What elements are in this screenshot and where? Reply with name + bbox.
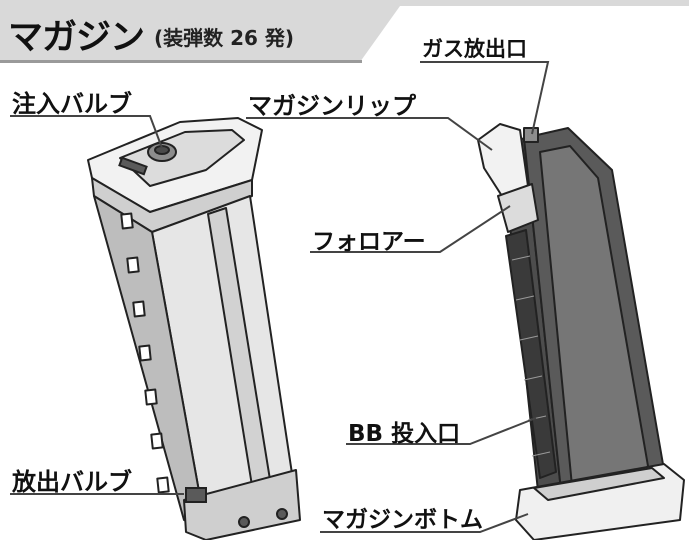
header-underline: [0, 60, 362, 63]
bb-channel: [505, 229, 557, 479]
left-side-ribs: [120, 212, 170, 494]
right-lip: [477, 123, 529, 197]
leader-bb-port: [346, 417, 537, 445]
label-fill-valve: 注入バルブ: [12, 90, 132, 118]
right-follower: [497, 183, 539, 233]
gas-outlet-part: [523, 127, 539, 143]
right-bottom-plate-top: [533, 467, 665, 501]
right-magazine: [477, 123, 685, 540]
left-magazine: [87, 117, 301, 540]
leader-fill-valve: [10, 115, 163, 149]
label-gas-outlet: ガス放出口: [422, 37, 527, 61]
fill-valve-part: [118, 142, 177, 176]
release-valve-part: [185, 487, 288, 528]
label-magazine-bottom: マガジンボトム: [322, 507, 483, 533]
page-title: マガジン: [8, 18, 145, 58]
bb-channel-grooves: [511, 255, 551, 457]
leader-gas-outlet: [420, 61, 550, 135]
header-band: [0, 0, 689, 62]
label-magazine-lip: マガジンリップ: [248, 92, 416, 120]
left-base: [183, 469, 301, 540]
leader-lines: [10, 61, 550, 533]
leader-follower: [310, 205, 511, 253]
leader-magazine-lip: [246, 117, 493, 151]
page-subtitle: (装弾数 26 発): [154, 26, 295, 50]
leader-magazine-bottom: [320, 513, 529, 533]
label-release-valve: 放出バルブ: [12, 468, 132, 496]
left-top-cap-inner: [119, 129, 245, 187]
label-follower: フォロアー: [312, 229, 426, 255]
label-bb-loading-port: BB 投入口: [348, 421, 461, 447]
